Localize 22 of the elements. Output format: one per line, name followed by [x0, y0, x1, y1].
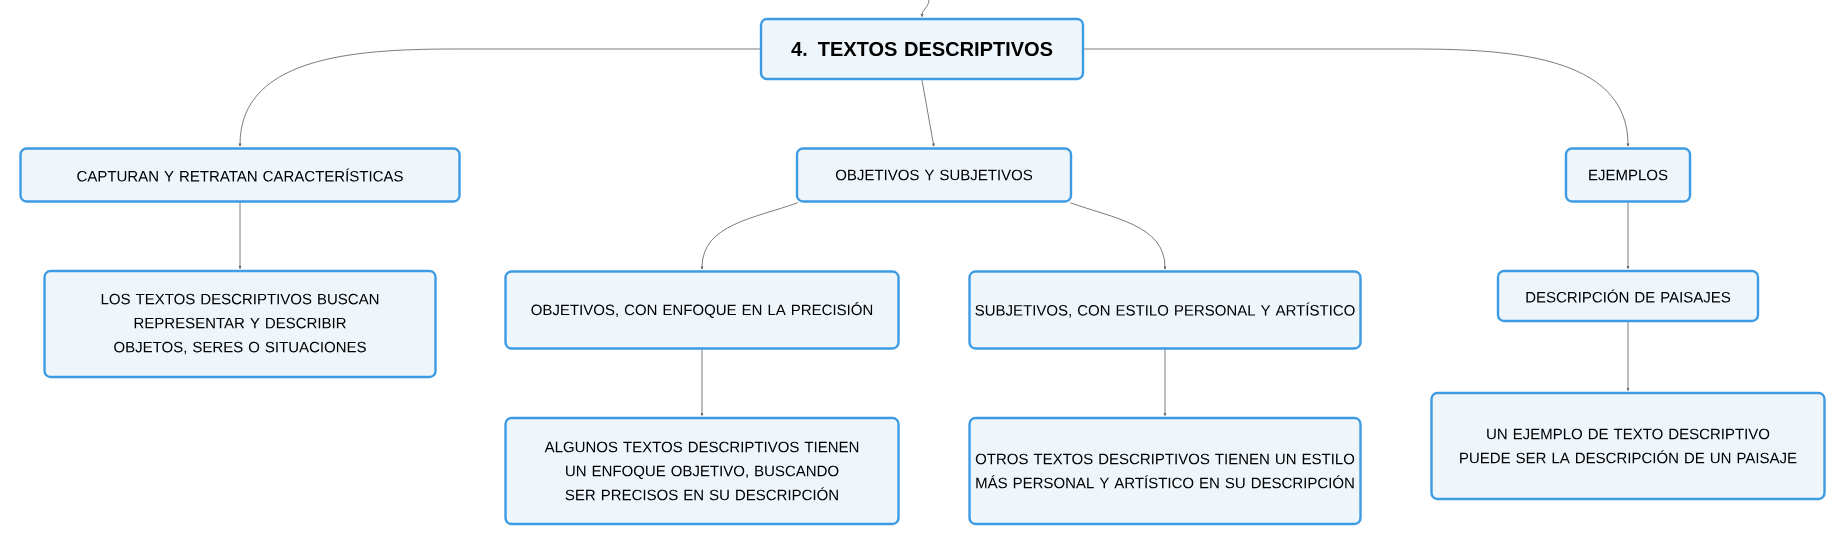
arrow: [1626, 202, 1630, 269]
arrow: [700, 349, 704, 416]
arrow: [1083, 48, 1630, 147]
topic-box: LOS TEXTOS DESCRIPTIVOS BUSCAN REPRESENTAR Y DESCRIBIR OBJETOS, SERES O SITUACIONES: [43, 269, 437, 379]
topic-box: SUBJETIVOS, CON ESTILO PERSONAL Y ARTÍSTICO: [968, 270, 1362, 350]
arrow: [1069, 202, 1167, 270]
topic-box: EJEMPLOS: [1564, 147, 1692, 203]
topic-box: DESCRIPCIÓN DE PAISAJES: [1496, 269, 1760, 323]
arrow: [920, 0, 930, 17]
arrow: [1626, 321, 1630, 391]
arrow: [700, 202, 799, 270]
arrow: [238, 202, 242, 269]
topic-box: OBJETIVOS Y SUBJETIVOS: [795, 147, 1073, 203]
topic-box: ALGUNOS TEXTOS DESCRIPTIVOS TIENEN UN ENFOQUE OBJETIVO, BUSCANDO SER PRECISOS EN SU DESCRIPCIÓN: [504, 416, 900, 526]
central-topic-box: 4. TEXTOS DESCRIPTIVOS: [759, 17, 1085, 81]
topic-box: UN EJEMPLO DE TEXTO DESCRIPTIVO PUEDE SER LA DESCRIPCIÓN DE UN PAISAJE: [1430, 391, 1826, 501]
arrow: [921, 79, 935, 147]
topic-box: OBJETIVOS, CON ENFOQUE EN LA PRECISIÓN: [504, 270, 900, 350]
topic-box: CAPTURAN Y RETRATAN CARACTERÍSTICAS: [19, 147, 461, 203]
arrow: [238, 48, 761, 147]
arrow: [1163, 349, 1167, 416]
topic-box: OTROS TEXTOS DESCRIPTIVOS TIENEN UN ESTILO MÁS PERSONAL Y ARTÍSTICO EN SU DESCRIPCIÓN: [968, 416, 1362, 526]
